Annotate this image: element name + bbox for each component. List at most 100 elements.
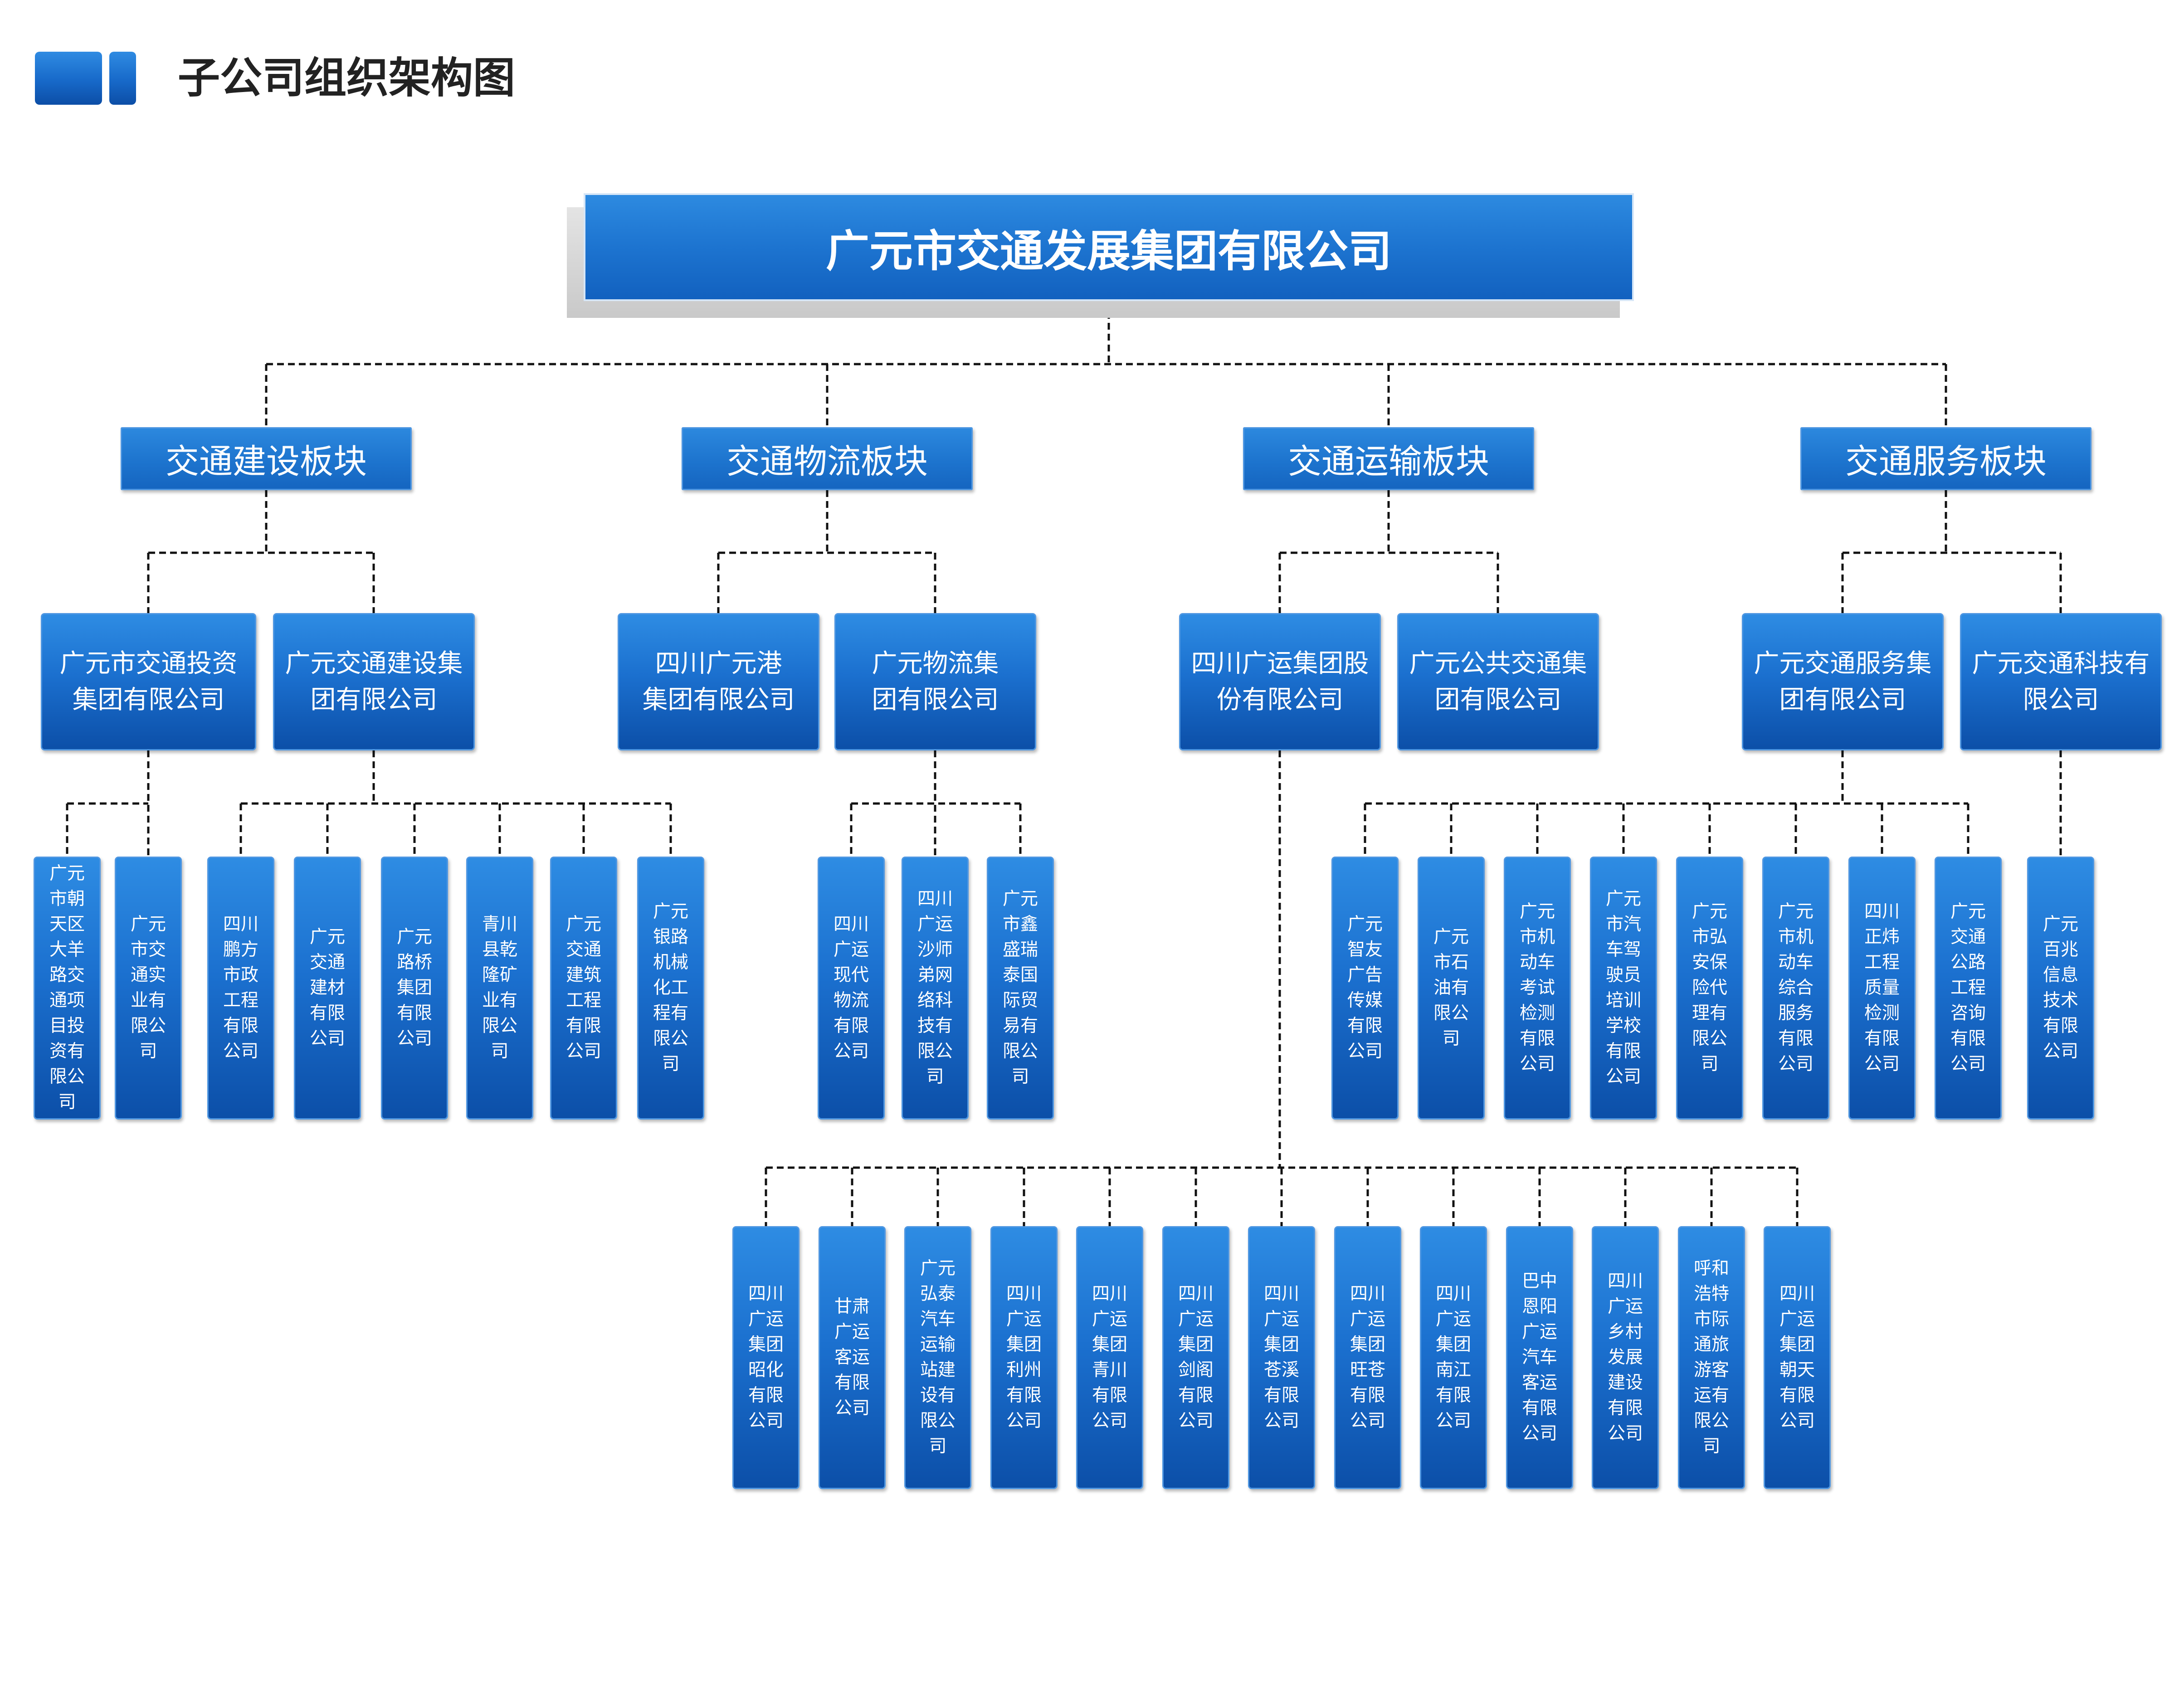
sector-box-transport: 交通运输板块 xyxy=(1243,427,1534,490)
company-box-guangyun-group: 四川广运集团股 份有限公司 xyxy=(1179,613,1381,750)
subsidiary-name: 广元弘泰汽车运输站建设有限公司 xyxy=(920,1258,955,1456)
subsidiary-name: 甘肃广运客运有限公司 xyxy=(834,1296,870,1418)
root-company-box: 广元市交通发展集团有限公司 xyxy=(584,193,1634,301)
connector-construction-sector-to-companies xyxy=(147,490,375,613)
subsidiary-name: 四川广运集团剑阁有限公司 xyxy=(1178,1284,1214,1431)
subsidiary-name: 四川广运乡村发展建设有限公司 xyxy=(1607,1271,1643,1444)
company-name-line: 广元物流集 xyxy=(872,648,999,678)
company-name-line: 四川广运集团股 xyxy=(1191,648,1369,678)
subsidiary-box: 四川鹏方市政工程有限公司 xyxy=(207,857,274,1120)
subsidiary-box: 广元百兆信息技术有限公司 xyxy=(2027,857,2094,1120)
subsidiary-name: 四川广运沙师弟网络科技有限公司 xyxy=(917,889,953,1087)
subsidiary-box: 甘肃广运客运有限公司 xyxy=(819,1226,886,1489)
company-name-line: 份有限公司 xyxy=(1216,685,1344,715)
company-box-public-transport-group: 广元公共交通集 团有限公司 xyxy=(1397,613,1599,750)
subsidiary-box: 广元市石油有限公司 xyxy=(1418,857,1485,1120)
subsidiary-box: 四川广运集团昭化有限公司 xyxy=(732,1226,800,1489)
subsidiary-name: 四川广运集团青川有限公司 xyxy=(1092,1284,1127,1431)
subsidiary-box: 四川广运集团南江有限公司 xyxy=(1420,1226,1487,1489)
subsidiary-name: 四川正炜工程质量检测有限公司 xyxy=(1864,901,1900,1074)
subsidiary-box: 广元路桥集团有限公司 xyxy=(381,857,448,1120)
header-icon-block-large xyxy=(35,52,102,105)
company-name-line: 广元公共交通集 xyxy=(1409,648,1587,678)
subsidiary-name: 四川广运集团旺苍有限公司 xyxy=(1350,1284,1385,1431)
subsidiary-box: 四川正炜工程质量检测有限公司 xyxy=(1848,857,1916,1120)
subsidiary-name: 广元百兆信息技术有限公司 xyxy=(2043,914,2078,1062)
subsidiary-name: 广元市交通实业有限公司 xyxy=(130,914,166,1062)
subsidiary-box: 广元市机动车综合服务有限公司 xyxy=(1762,857,1829,1120)
company-name-line: 四川广元港 xyxy=(655,648,782,678)
subsidiary-name: 广元市鑫盛瑞泰国际贸易有限公司 xyxy=(1002,889,1038,1087)
company-name-line: 限公司 xyxy=(2023,685,2099,715)
subsidiary-name: 广元市弘安保险代理有限公司 xyxy=(1692,901,1727,1074)
subsidiary-name: 广元市朝天区大羊路交通项目投资有限公司 xyxy=(49,863,85,1112)
subsidiary-name: 广元交通建材有限公司 xyxy=(309,927,345,1049)
subsidiary-box: 广元银路机械化工程有限公司 xyxy=(637,857,704,1120)
subsidiary-box: 广元交通建材有限公司 xyxy=(294,857,361,1120)
connector-construction-group-to-subsidiaries xyxy=(239,750,672,857)
company-name-line: 集团有限公司 xyxy=(72,685,225,715)
subsidiary-name: 四川广运集团南江有限公司 xyxy=(1435,1284,1471,1431)
subsidiary-box: 广元市机动车考试检测有限公司 xyxy=(1504,857,1571,1120)
subsidiary-name: 呼和浩特市际通旅游客运有限公司 xyxy=(1693,1258,1729,1456)
connector-logistics-group-to-subsidiaries xyxy=(850,750,1022,857)
connector-service-group-to-subsidiaries xyxy=(1364,750,1969,857)
header-icon-block-small xyxy=(109,52,136,105)
subsidiary-box: 四川广运集团朝天有限公司 xyxy=(1764,1226,1831,1489)
subsidiary-name: 四川广运现代物流有限公司 xyxy=(833,914,869,1062)
subsidiary-box: 四川广运集团苍溪有限公司 xyxy=(1248,1226,1315,1489)
subsidiary-name: 广元交通公路工程咨询有限公司 xyxy=(1950,901,1986,1074)
subsidiary-name: 四川鹏方市政工程有限公司 xyxy=(223,914,258,1062)
page-title: 子公司组织架构图 xyxy=(178,54,515,102)
subsidiary-box: 四川广运集团利州有限公司 xyxy=(990,1226,1058,1489)
company-name-line: 团有限公司 xyxy=(310,685,438,715)
subsidiary-box: 四川广运乡村发展建设有限公司 xyxy=(1592,1226,1659,1489)
subsidiary-box: 广元交通公路工程咨询有限公司 xyxy=(1935,857,2002,1120)
subsidiary-box: 广元市汽车驾驶员培训学校有限公司 xyxy=(1590,857,1657,1120)
subsidiary-box: 广元市朝天区大羊路交通项目投资有限公司 xyxy=(34,857,101,1120)
sector-box-logistics: 交通物流板块 xyxy=(682,427,973,490)
subsidiary-box: 广元市鑫盛瑞泰国际贸易有限公司 xyxy=(987,857,1054,1120)
subsidiary-name: 广元银路机械化工程有限公司 xyxy=(653,901,688,1074)
subsidiary-name: 广元市石油有限公司 xyxy=(1433,927,1469,1049)
subsidiary-box: 呼和浩特市际通旅游客运有限公司 xyxy=(1678,1226,1745,1489)
company-box-traffic-investment-group: 广元市交通投资 集团有限公司 xyxy=(41,613,256,750)
subsidiary-name: 广元路桥集团有限公司 xyxy=(396,927,432,1049)
company-name-line: 集团有限公司 xyxy=(642,685,795,715)
company-name-line: 广元交通建设集 xyxy=(285,648,463,678)
subsidiary-box: 四川广运集团青川有限公司 xyxy=(1076,1226,1143,1489)
company-box-logistics-group: 广元物流集 团有限公司 xyxy=(834,613,1036,750)
sector-box-service: 交通服务板块 xyxy=(1800,427,2091,490)
subsidiary-box: 广元市弘安保险代理有限公司 xyxy=(1676,857,1743,1120)
company-box-traffic-service-group: 广元交通服务集 团有限公司 xyxy=(1742,613,1944,750)
subsidiary-box: 四川广运集团旺苍有限公司 xyxy=(1334,1226,1401,1489)
subsidiary-box: 四川广运集团剑阁有限公司 xyxy=(1162,1226,1229,1489)
subsidiary-name: 巴中恩阳广运汽车客运有限公司 xyxy=(1521,1271,1557,1444)
subsidiary-name: 广元智友广告传媒有限公司 xyxy=(1347,914,1383,1062)
subsidiary-name: 四川广运集团昭化有限公司 xyxy=(748,1284,784,1431)
connector-logistics-sector-to-companies xyxy=(717,490,936,613)
subsidiary-box: 广元智友广告传媒有限公司 xyxy=(1331,857,1399,1120)
subsidiary-name: 青川县乾隆矿业有限公司 xyxy=(482,914,517,1062)
subsidiary-box: 巴中恩阳广运汽车客运有限公司 xyxy=(1506,1226,1573,1489)
subsidiary-name: 广元交通建筑工程有限公司 xyxy=(566,914,601,1062)
subsidiary-box: 青川县乾隆矿业有限公司 xyxy=(466,857,533,1120)
company-name-line: 广元交通科技有 xyxy=(1972,648,2150,678)
company-name-line: 团有限公司 xyxy=(1434,685,1562,715)
subsidiary-box: 广元弘泰汽车运输站建设有限公司 xyxy=(904,1226,971,1489)
subsidiary-box: 广元市交通实业有限公司 xyxy=(115,857,182,1120)
subsidiary-box: 四川广运沙师弟网络科技有限公司 xyxy=(902,857,969,1120)
connector-service-sector-to-companies xyxy=(1841,490,2062,613)
company-name-line: 广元交通服务集 xyxy=(1754,648,1932,678)
company-box-guangyuan-port-group: 四川广元港 集团有限公司 xyxy=(618,613,819,750)
company-name-line: 团有限公司 xyxy=(872,685,999,715)
subsidiary-name: 广元市汽车驾驶员培训学校有限公司 xyxy=(1605,889,1641,1087)
connector-root-to-sectors xyxy=(265,301,1947,427)
company-box-traffic-construction-group: 广元交通建设集 团有限公司 xyxy=(273,613,475,750)
company-name-line: 团有限公司 xyxy=(1779,685,1906,715)
company-name-line: 广元市交通投资 xyxy=(59,648,238,678)
subsidiary-name: 广元市机动车综合服务有限公司 xyxy=(1778,901,1814,1074)
subsidiary-box: 四川广运现代物流有限公司 xyxy=(818,857,885,1120)
company-box-traffic-tech: 广元交通科技有 限公司 xyxy=(1960,613,2162,750)
